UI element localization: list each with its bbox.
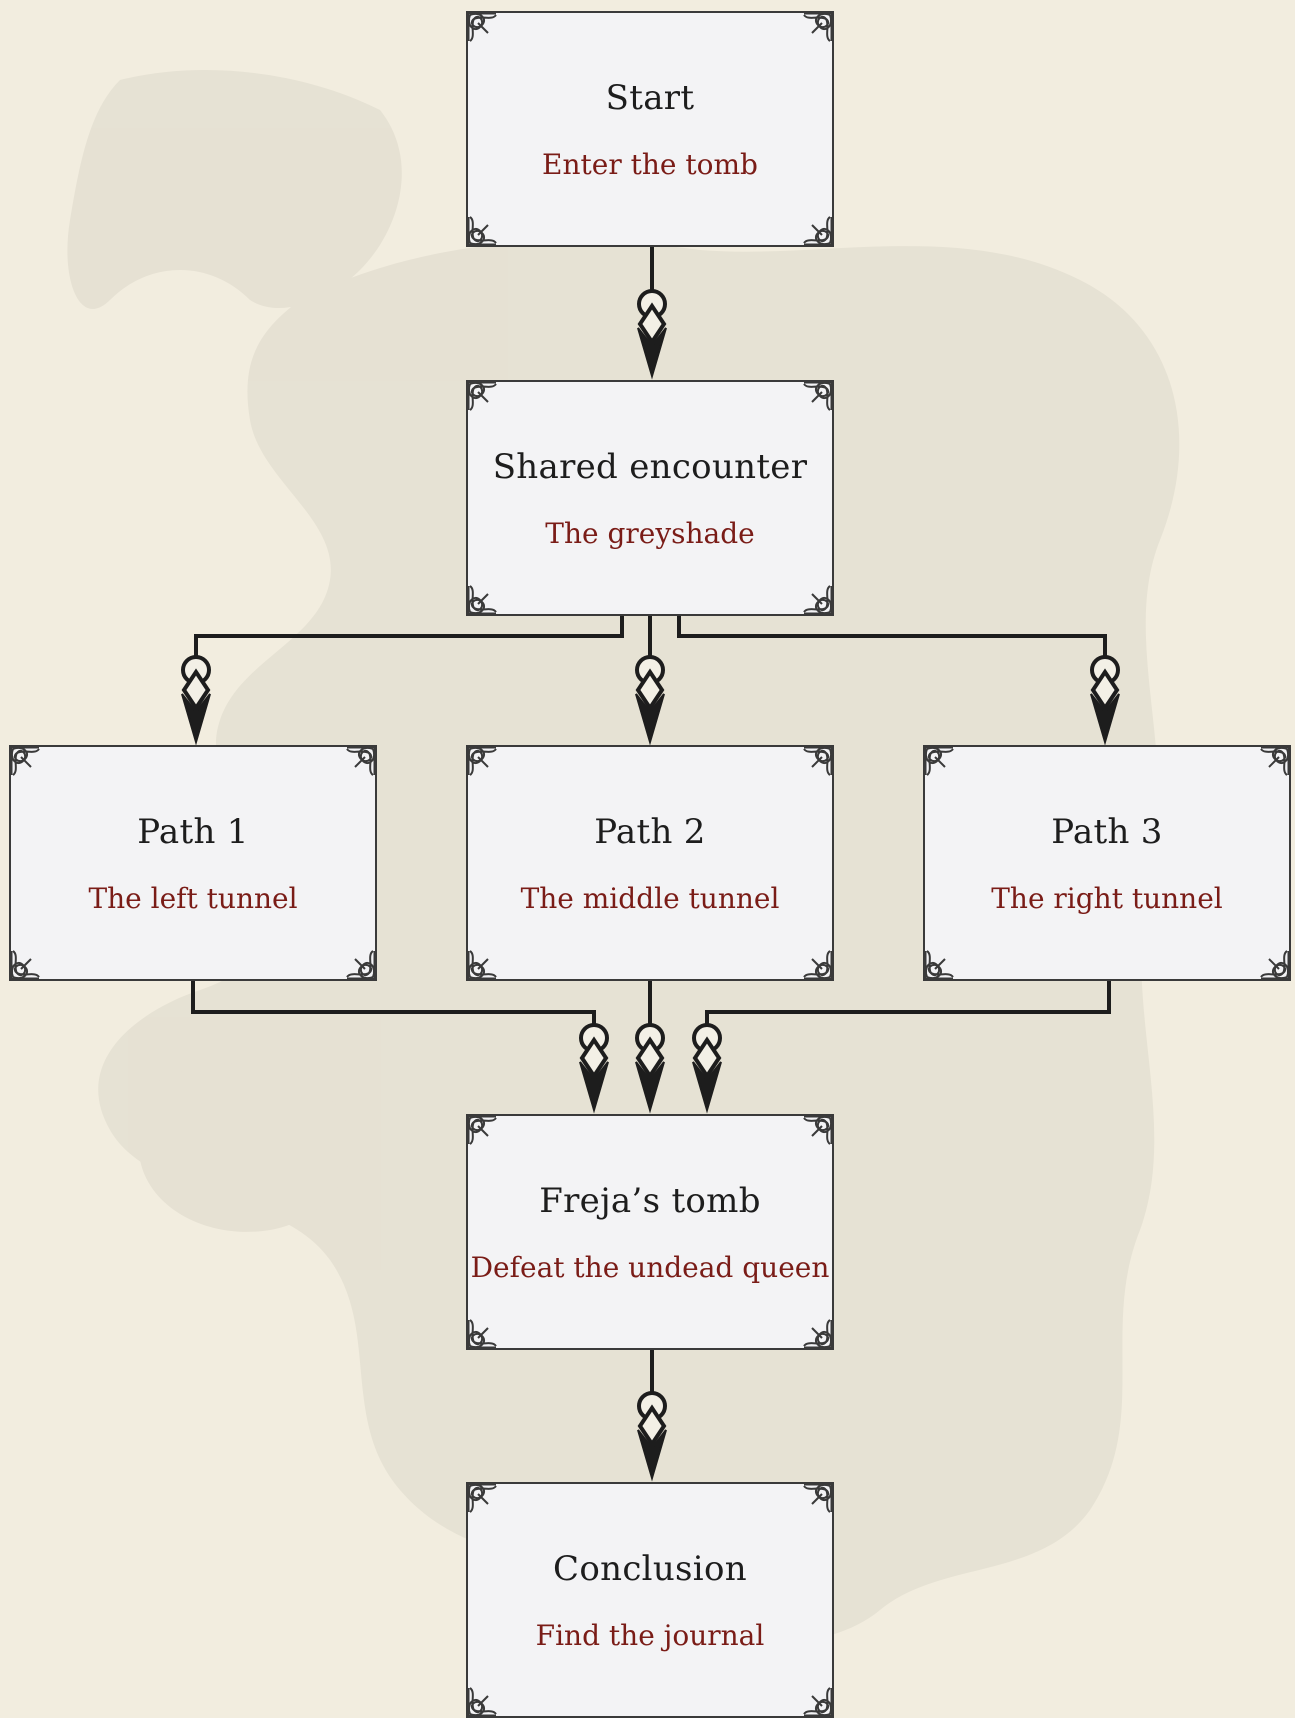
- edge-path3-tomb: [705, 980, 1111, 1048]
- knot-corner-icon: [803, 950, 834, 981]
- knot-corner-icon: [466, 745, 497, 776]
- ring-diamond-arrow-icon: [637, 289, 667, 380]
- knot-corner-icon: [466, 216, 497, 247]
- knot-corner-icon: [466, 950, 497, 981]
- ring-diamond-arrow-icon: [692, 1023, 722, 1114]
- edge-shared-path1: [194, 614, 624, 680]
- knot-corner-icon: [346, 950, 377, 981]
- knot-corner-icon: [346, 745, 377, 776]
- corner-ornaments: [466, 11, 834, 247]
- node-subtitle: Enter the tomb: [542, 147, 758, 181]
- node-title: Conclusion: [553, 1548, 747, 1589]
- knot-corner-icon: [803, 216, 834, 247]
- corner-ornaments: [466, 1114, 834, 1350]
- knot-corner-icon: [466, 380, 497, 411]
- node-subtitle: The middle tunnel: [520, 881, 780, 915]
- node-title: Start: [605, 77, 695, 118]
- knot-corner-icon: [9, 745, 40, 776]
- knot-corner-icon: [466, 11, 497, 42]
- knot-corner-icon: [923, 745, 954, 776]
- node-subtitle: Find the journal: [535, 1618, 765, 1652]
- knot-corner-icon: [466, 585, 497, 616]
- ring-diamond-arrow-icon: [635, 655, 665, 746]
- knot-corner-icon: [803, 380, 834, 411]
- corner-ornaments: [466, 380, 834, 616]
- knot-corner-icon: [803, 1114, 834, 1145]
- ring-diamond-arrow-icon: [637, 1391, 667, 1482]
- knot-corner-icon: [803, 745, 834, 776]
- edge-shared-path3: [677, 614, 1107, 680]
- knot-corner-icon: [466, 1319, 497, 1350]
- knot-corner-icon: [1260, 950, 1291, 981]
- node-subtitle: The greyshade: [545, 516, 755, 550]
- node-shared-encounter: Shared encounter The greyshade: [466, 380, 834, 616]
- ring-diamond-arrow-icon: [181, 655, 211, 746]
- node-path-1: Path 1 The left tunnel: [9, 745, 377, 981]
- node-path-2: Path 2 The middle tunnel: [466, 745, 834, 981]
- edge-path1-tomb: [191, 980, 596, 1048]
- node-title: Path 1: [137, 811, 249, 852]
- corner-ornaments: [923, 745, 1291, 981]
- node-subtitle: The left tunnel: [88, 881, 298, 915]
- corner-ornaments: [466, 1482, 834, 1718]
- node-conclusion: Conclusion Find the journal: [466, 1482, 834, 1718]
- knot-corner-icon: [803, 585, 834, 616]
- corner-ornaments: [466, 745, 834, 981]
- knot-corner-icon: [803, 11, 834, 42]
- knot-corner-icon: [466, 1114, 497, 1145]
- corner-ornaments: [9, 745, 377, 981]
- node-subtitle: The right tunnel: [991, 881, 1223, 915]
- node-title: Freja’s tomb: [539, 1180, 761, 1221]
- knot-corner-icon: [803, 1482, 834, 1513]
- knot-corner-icon: [466, 1482, 497, 1513]
- ring-diamond-arrow-icon: [579, 1023, 609, 1114]
- node-subtitle: Defeat the undead queen: [470, 1250, 830, 1284]
- knot-corner-icon: [803, 1319, 834, 1350]
- node-title: Shared encounter: [492, 446, 808, 487]
- knot-corner-icon: [1260, 745, 1291, 776]
- knot-corner-icon: [9, 950, 40, 981]
- node-title: Path 3: [1051, 811, 1163, 852]
- node-title: Path 2: [594, 811, 706, 852]
- node-frejas-tomb: Freja’s tomb Defeat the undead queen: [466, 1114, 834, 1350]
- node-start: Start Enter the tomb: [466, 11, 834, 247]
- knot-corner-icon: [923, 950, 954, 981]
- ring-diamond-arrow-icon: [1090, 655, 1120, 746]
- node-path-3: Path 3 The right tunnel: [923, 745, 1291, 981]
- ring-diamond-arrow-icon: [635, 1023, 665, 1114]
